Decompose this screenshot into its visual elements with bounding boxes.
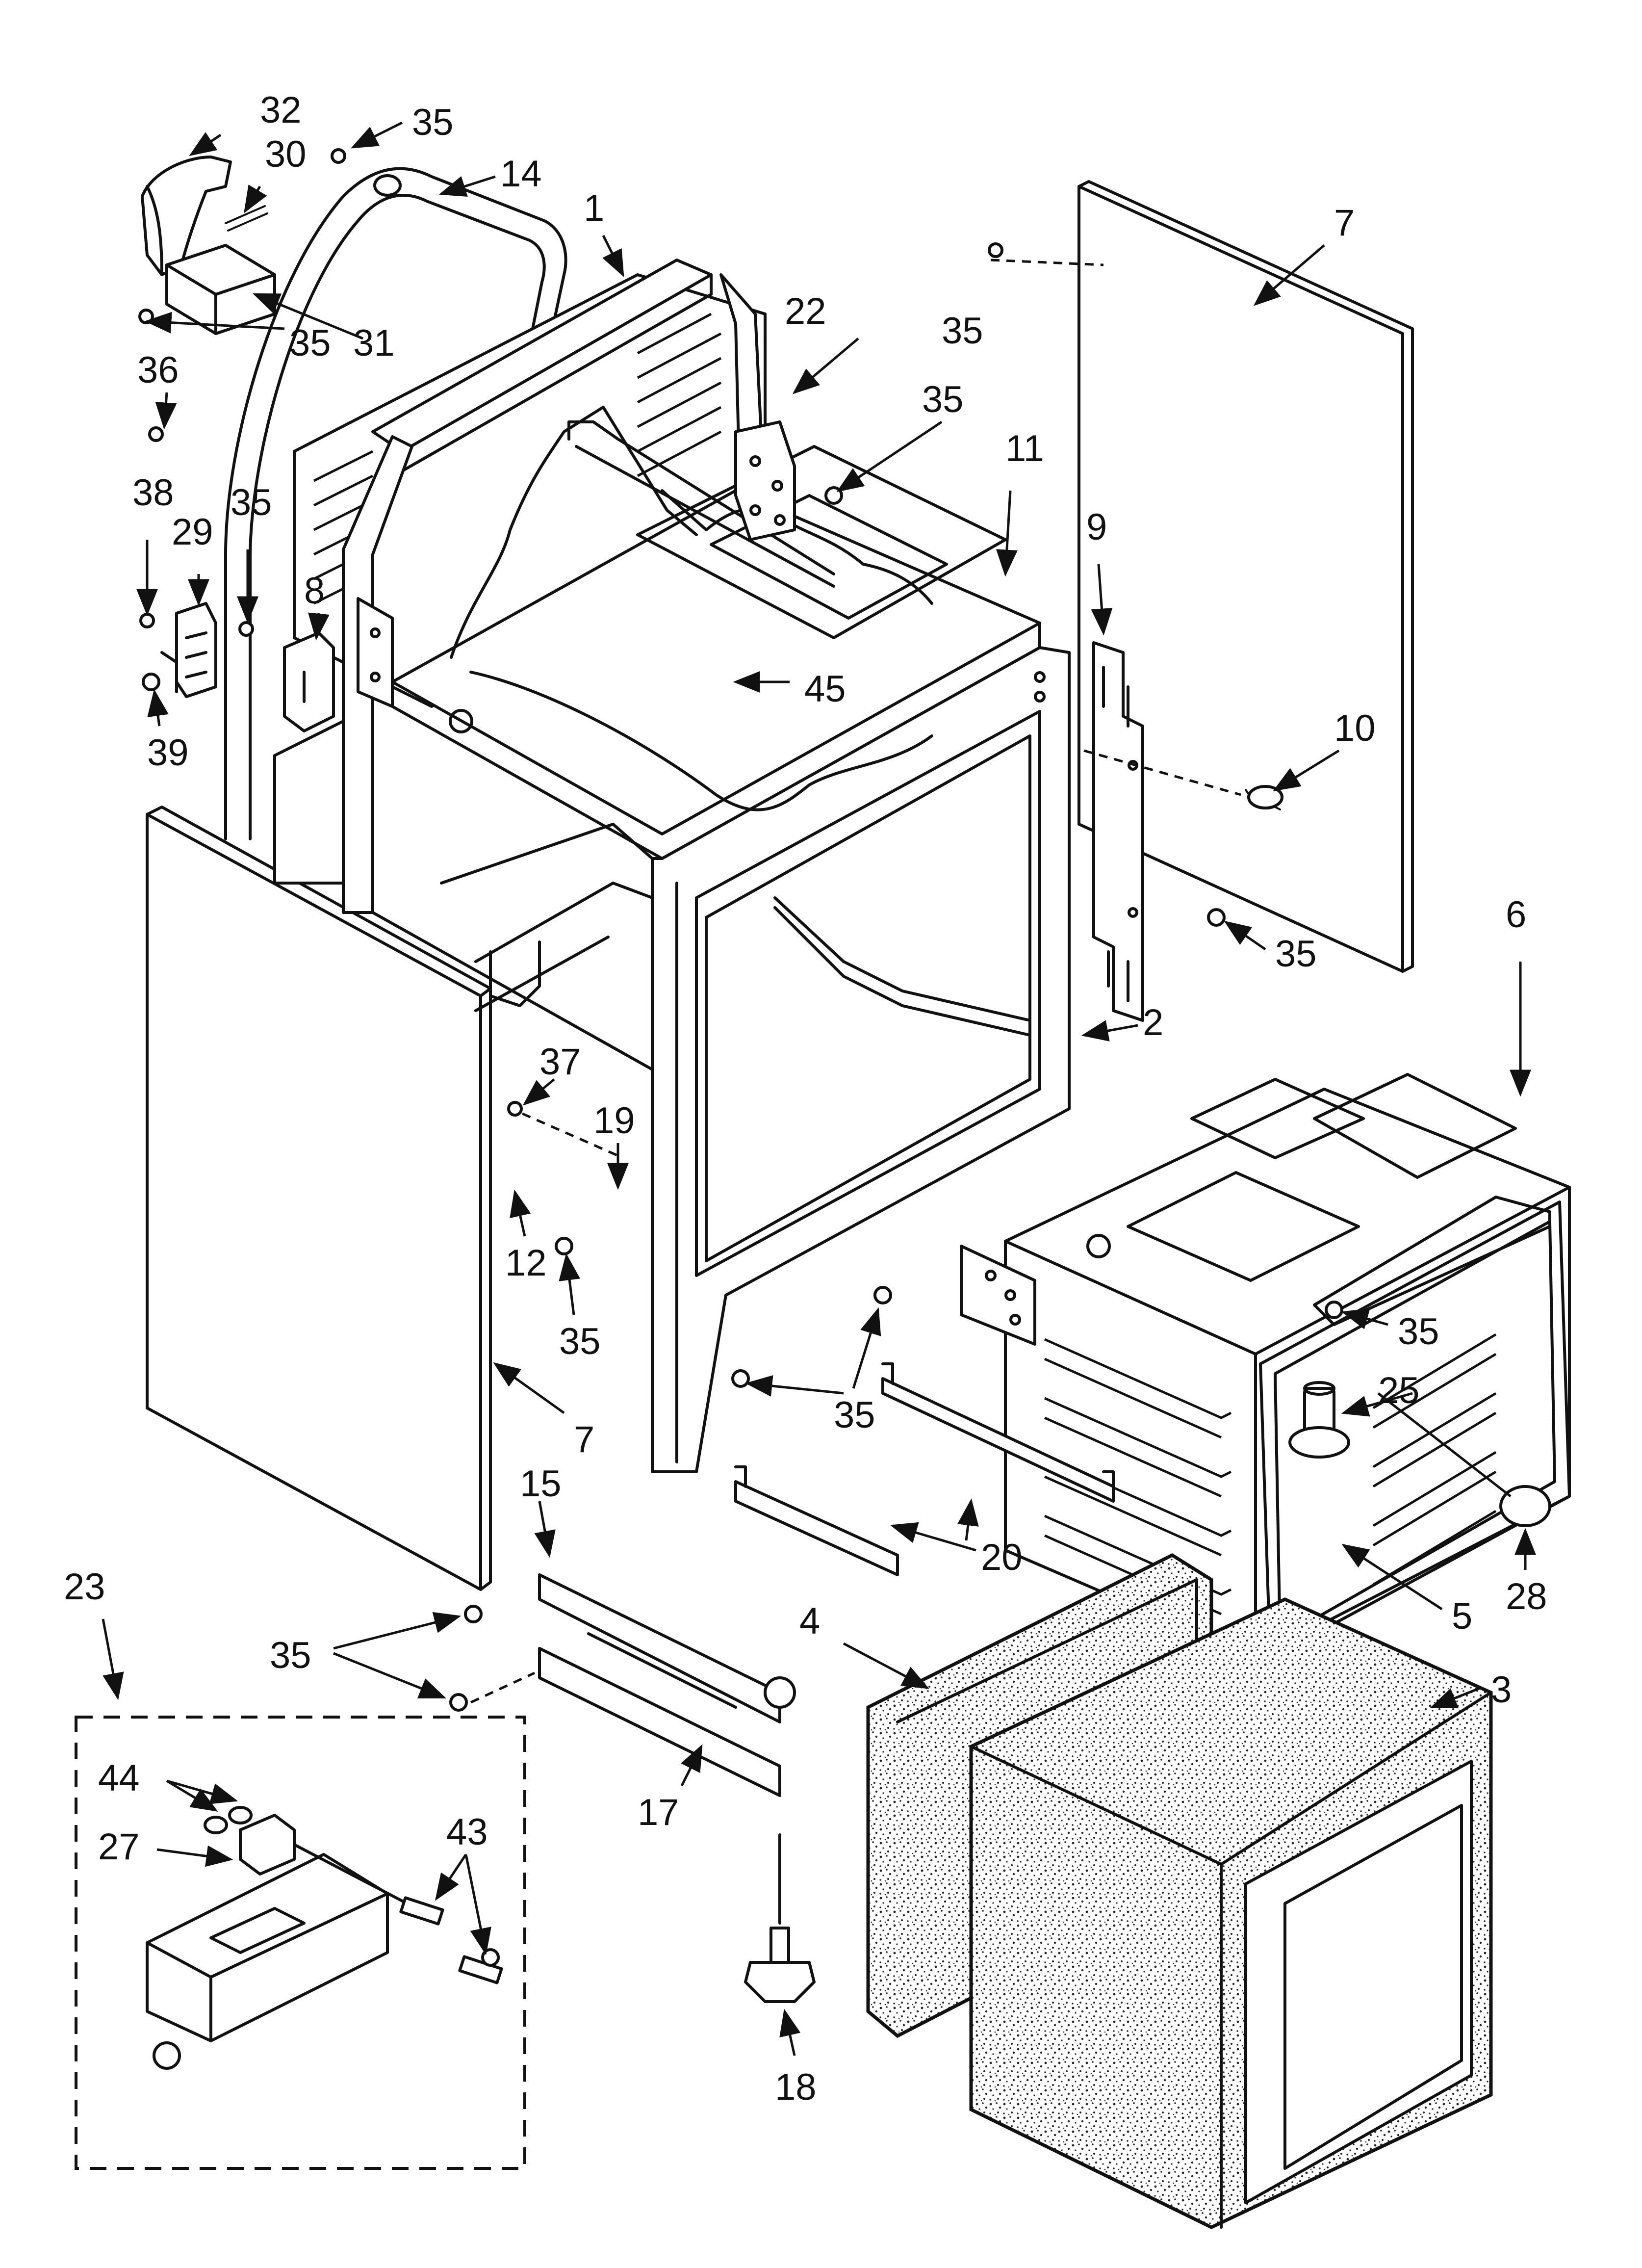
callout-32: 32: [260, 89, 302, 131]
callout-36: 36: [137, 349, 179, 391]
callout-7: 7: [574, 1419, 594, 1460]
callout-29: 29: [172, 511, 213, 553]
callout-35: 35: [834, 1394, 875, 1436]
callout-38: 38: [132, 472, 174, 514]
module-dashed-box: [75, 1716, 526, 2170]
oven-cavity: [960, 1073, 1571, 1660]
leveling-leg: [744, 1833, 816, 2003]
callout-14: 14: [500, 153, 542, 195]
callout-7: 7: [1334, 202, 1355, 244]
callout-15: 15: [520, 1463, 562, 1505]
left-bracket: [283, 597, 394, 732]
side-panel-right: [1078, 180, 1414, 973]
callout-3: 3: [1491, 1669, 1512, 1711]
callout-35: 35: [559, 1321, 601, 1362]
callout-39: 39: [147, 732, 189, 774]
mounting-plate: [165, 244, 276, 335]
callout-labels: 32 35 30 14 1 7 35 31 22 35 36 35 11 9 3…: [64, 89, 1547, 2108]
callout-11: 11: [1005, 428, 1044, 469]
manifold-tube: [224, 167, 567, 840]
callout-9: 9: [1086, 506, 1107, 548]
callout-8: 8: [304, 570, 325, 612]
callout-6: 6: [1506, 894, 1526, 936]
callout-35: 35: [942, 310, 983, 352]
callout-5: 5: [1452, 1595, 1472, 1637]
callout-45: 45: [804, 668, 846, 710]
callout-22: 22: [785, 290, 826, 332]
control-cover: [141, 156, 232, 276]
callout-31: 31: [353, 322, 395, 364]
callout-20: 20: [981, 1537, 1023, 1578]
callout-1: 1: [584, 187, 604, 229]
callout-35: 35: [412, 102, 454, 143]
callout-17: 17: [638, 1792, 679, 1833]
callout-37: 37: [539, 1041, 581, 1083]
callout-2: 2: [1143, 1002, 1163, 1043]
floor-rails: [538, 1362, 1115, 1797]
callout-18: 18: [775, 2066, 817, 2108]
callout-12: 12: [505, 1242, 547, 1284]
callout-30: 30: [265, 133, 307, 175]
callout-35: 35: [231, 482, 272, 523]
callout-4: 4: [799, 1600, 820, 1642]
callout-10: 10: [1334, 707, 1376, 749]
callout-35: 35: [289, 322, 331, 364]
terminal-block: [160, 602, 217, 698]
ignition-module: [146, 1806, 503, 2070]
leader-lines: [102, 121, 1536, 2056]
callout-35: 35: [270, 1635, 311, 1676]
callout-43: 43: [446, 1811, 488, 1853]
callout-25: 25: [1378, 1370, 1420, 1411]
hinge-bracket: [734, 420, 796, 541]
side-panel-left: [146, 806, 492, 1591]
insulation-wrap: [866, 1553, 1493, 2229]
callout-35: 35: [922, 379, 964, 420]
callout-19: 19: [593, 1100, 635, 1142]
right-side-rail: [1092, 641, 1144, 1022]
callout-27: 27: [98, 1826, 140, 1868]
callout-44: 44: [98, 1757, 140, 1799]
callout-35: 35: [1275, 933, 1317, 975]
callout-28: 28: [1506, 1576, 1547, 1617]
callout-23: 23: [64, 1566, 105, 1608]
callout-35: 35: [1398, 1311, 1439, 1353]
